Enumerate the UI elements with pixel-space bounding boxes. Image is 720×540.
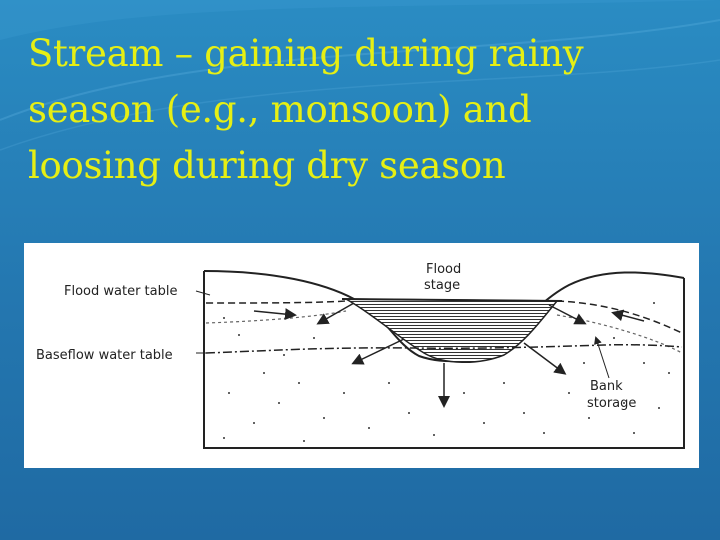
label-flood-water-table: Flood water table (64, 284, 177, 299)
label-baseflow-water-table: Baseflow water table (36, 348, 173, 363)
sediment-dots (223, 302, 670, 442)
label-bank-storage-2: storage (587, 396, 636, 411)
flood-water (343, 298, 559, 363)
flood-water-table-leader (195, 290, 211, 296)
slide-title-line-1: Stream – gaining during rainy (28, 32, 584, 75)
slide-title-line-2: season (e.g., monsoon) and (28, 88, 532, 131)
bank-storage-leader (594, 336, 610, 379)
label-flood-stage-1: Flood (426, 262, 461, 277)
label-flood-stage-2: stage (424, 278, 460, 293)
flood-stage-line (341, 298, 563, 302)
baseflow-water-table (205, 343, 683, 354)
label-bank-storage-1: Bank (590, 379, 623, 394)
stream-diagram: Flood water table Baseflow water table F… (24, 243, 699, 468)
ground-block (203, 271, 685, 449)
slide-title: Stream – gaining during rainy season (e.… (28, 26, 708, 194)
slide-title-line-3: loosing during dry season (28, 144, 506, 187)
bank-storage-arrows (253, 302, 645, 408)
